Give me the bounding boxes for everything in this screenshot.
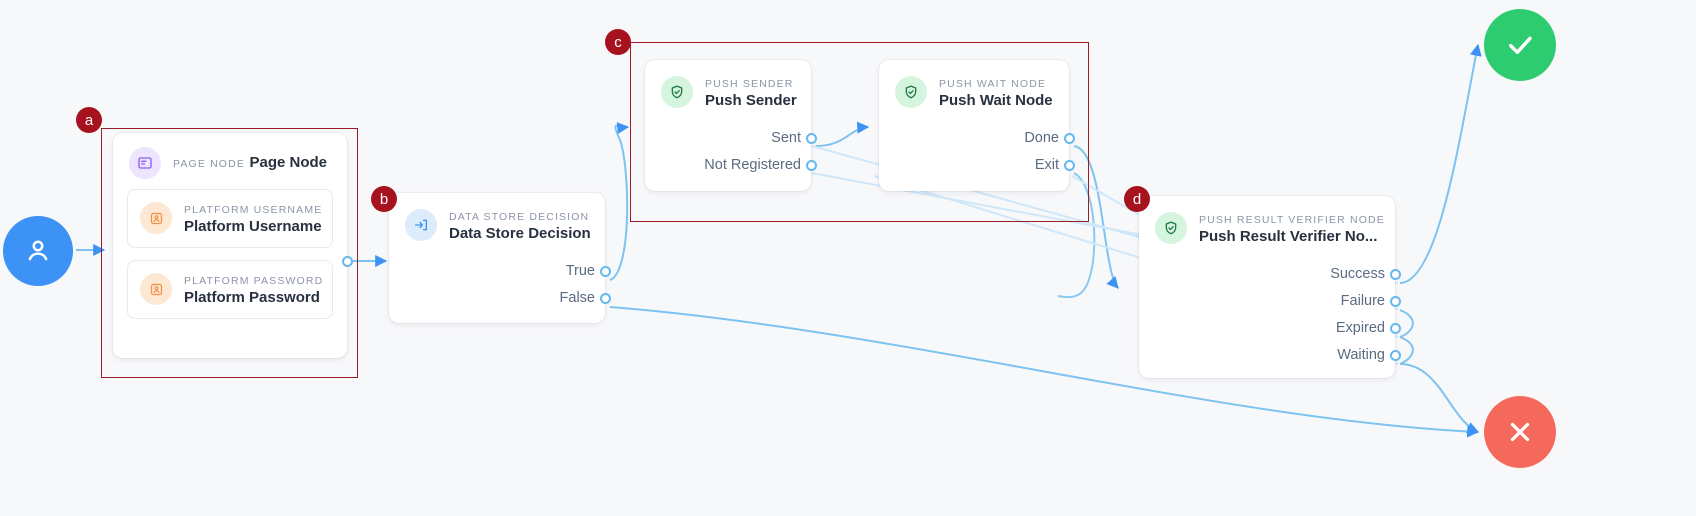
group-badge-b[interactable]: b bbox=[371, 186, 397, 212]
node-data-store-decision[interactable]: DATA STORE DECISION Data Store Decision … bbox=[389, 193, 611, 326]
port-done[interactable]: Done bbox=[879, 125, 1075, 152]
group-box-a bbox=[101, 128, 358, 378]
data-store-decision-title: Data Store Decision bbox=[449, 225, 591, 242]
port-success-dot[interactable] bbox=[1390, 268, 1401, 280]
shield-check-icon bbox=[661, 76, 693, 109]
page-node-output-port[interactable] bbox=[342, 256, 353, 267]
push-sender-text: PUSH SENDER Push Sender bbox=[705, 74, 797, 111]
port-failure[interactable]: Failure bbox=[1139, 288, 1401, 315]
port-failure-label: Failure bbox=[1340, 293, 1385, 310]
edge-failure-loop bbox=[1399, 309, 1414, 338]
port-expired-label: Expired bbox=[1335, 320, 1385, 337]
port-not-registered-label: Not Registered bbox=[704, 157, 801, 174]
platform-password-title: Platform Password bbox=[184, 288, 320, 306]
port-sent-dot[interactable] bbox=[806, 132, 817, 144]
page-node-title: Page Node bbox=[249, 153, 327, 171]
user-field-icon bbox=[140, 202, 172, 235]
node-push-sender[interactable]: PUSH SENDER Push Sender Sent Not Registe… bbox=[645, 60, 817, 193]
push-wait-ports: Done Exit bbox=[879, 121, 1075, 193]
close-icon bbox=[1510, 422, 1530, 442]
shield-check-icon bbox=[1155, 212, 1187, 245]
port-waiting[interactable]: Waiting bbox=[1139, 342, 1401, 369]
port-exit-dot[interactable] bbox=[1064, 159, 1075, 171]
node-push-result-verifier[interactable]: PUSH RESULT VERIFIER NODE Push Result Ve… bbox=[1139, 196, 1401, 378]
success-end-node[interactable] bbox=[1484, 9, 1556, 81]
port-not-registered[interactable]: Not Registered bbox=[645, 152, 817, 179]
port-failure-dot[interactable] bbox=[1390, 295, 1401, 307]
port-waiting-dot[interactable] bbox=[1390, 349, 1401, 361]
page-node-kicker: PAGE NODE bbox=[173, 157, 246, 170]
start-user-node[interactable] bbox=[3, 216, 73, 286]
check-icon bbox=[1508, 36, 1532, 55]
data-store-decision-kicker: DATA STORE DECISION bbox=[449, 211, 590, 223]
push-wait-title: Push Wait Node bbox=[939, 92, 1053, 109]
platform-password-text: PLATFORM PASSWORD Platform Password bbox=[184, 271, 324, 308]
push-result-verifier-header: PUSH RESULT VERIFIER NODE Push Result Ve… bbox=[1139, 196, 1395, 257]
data-store-decision-text: DATA STORE DECISION Data Store Decision bbox=[449, 207, 591, 244]
edge-success-to-end bbox=[1399, 43, 1482, 284]
page-node-icon bbox=[129, 147, 161, 179]
user-icon bbox=[28, 240, 48, 261]
port-sent[interactable]: Sent bbox=[645, 125, 817, 152]
push-wait-kicker: PUSH WAIT NODE bbox=[939, 78, 1047, 90]
push-sender-kicker: PUSH SENDER bbox=[705, 78, 794, 90]
group-badge-c[interactable]: c bbox=[605, 29, 631, 55]
platform-password-kicker: PLATFORM PASSWORD bbox=[184, 274, 324, 287]
push-sender-header: PUSH SENDER Push Sender bbox=[645, 60, 811, 121]
port-true[interactable]: True bbox=[389, 258, 611, 285]
push-sender-ports: Sent Not Registered bbox=[645, 121, 817, 193]
group-badge-a[interactable]: a bbox=[76, 107, 102, 133]
user-field-icon bbox=[140, 273, 172, 306]
edge-waiting-to-fail bbox=[1399, 363, 1480, 434]
port-true-label: True bbox=[565, 263, 595, 280]
shield-check-icon bbox=[895, 76, 927, 109]
field-platform-password[interactable]: PLATFORM PASSWORD Platform Password bbox=[127, 259, 333, 319]
field-platform-username[interactable]: PLATFORM USERNAME Platform Username bbox=[127, 189, 333, 248]
port-success[interactable]: Success bbox=[1139, 261, 1401, 288]
platform-username-kicker: PLATFORM USERNAME bbox=[184, 204, 323, 216]
data-store-decision-header: DATA STORE DECISION Data Store Decision bbox=[389, 193, 605, 254]
port-not-registered-dot[interactable] bbox=[806, 159, 817, 171]
port-false-dot[interactable] bbox=[600, 292, 611, 304]
port-done-label: Done bbox=[1024, 130, 1059, 147]
group-badge-d[interactable]: d bbox=[1124, 186, 1150, 212]
push-result-verifier-ports: Success Failure Expired Waiting bbox=[1139, 257, 1401, 383]
push-result-verifier-title: Push Result Verifier No... bbox=[1199, 228, 1378, 245]
push-sender-title: Push Sender bbox=[705, 92, 797, 109]
port-false[interactable]: False bbox=[389, 285, 611, 312]
platform-username-text: PLATFORM USERNAME Platform Username bbox=[184, 200, 323, 237]
port-sent-label: Sent bbox=[771, 130, 801, 147]
port-expired-dot[interactable] bbox=[1390, 322, 1401, 334]
port-success-label: Success bbox=[1330, 266, 1385, 283]
group-box-c bbox=[630, 42, 1089, 222]
push-result-verifier-text: PUSH RESULT VERIFIER NODE Push Result Ve… bbox=[1199, 210, 1384, 247]
edge-true-to-push-sender bbox=[609, 122, 630, 281]
push-wait-text: PUSH WAIT NODE Push Wait Node bbox=[939, 74, 1053, 111]
push-wait-header: PUSH WAIT NODE Push Wait Node bbox=[879, 60, 1069, 121]
data-store-decision-ports: True False bbox=[389, 254, 611, 326]
port-true-dot[interactable] bbox=[600, 265, 611, 277]
port-expired[interactable]: Expired bbox=[1139, 315, 1401, 342]
page-node-text: PAGE NODE Page Node bbox=[173, 154, 331, 173]
failure-end-node[interactable] bbox=[1484, 396, 1556, 468]
port-waiting-label: Waiting bbox=[1337, 347, 1385, 364]
edge-expired-loop bbox=[1399, 336, 1414, 365]
port-done-dot[interactable] bbox=[1064, 132, 1075, 144]
platform-username-title: Platform Username bbox=[184, 218, 322, 235]
login-arrow-icon bbox=[405, 209, 437, 242]
port-exit[interactable]: Exit bbox=[879, 152, 1075, 179]
node-push-wait[interactable]: PUSH WAIT NODE Push Wait Node Done Exit bbox=[879, 60, 1075, 193]
push-result-verifier-kicker: PUSH RESULT VERIFIER NODE bbox=[1199, 214, 1385, 226]
node-page-node[interactable]: PAGE NODE Page Node PLATFORM USERNAME Pl… bbox=[113, 133, 353, 358]
page-node-header: PAGE NODE Page Node bbox=[113, 133, 347, 189]
port-false-label: False bbox=[559, 290, 595, 307]
